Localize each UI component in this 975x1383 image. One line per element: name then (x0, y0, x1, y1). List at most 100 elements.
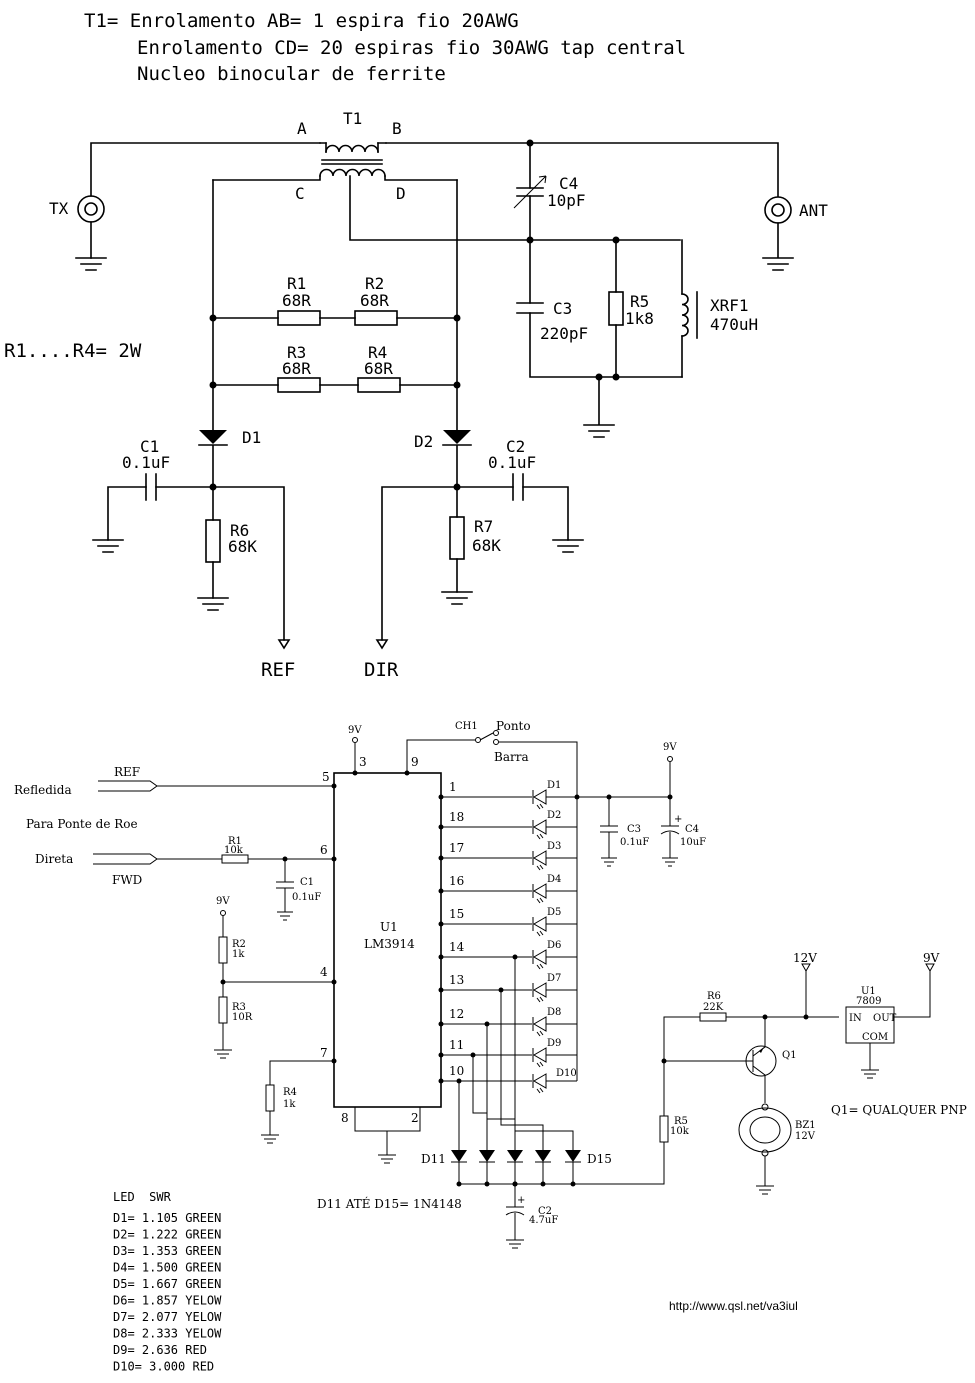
dir-output-port (375, 639, 389, 650)
bz1-buzzer[interactable] (738, 1103, 792, 1195)
meter-c3-value: 0.1uF (620, 837, 649, 848)
led-pin-number: 14 (449, 940, 465, 954)
pin-2: 2 (411, 1111, 419, 1125)
divider-vcc-label: 9V (216, 896, 230, 907)
table-row: D2= 1.222 GREEN (113, 1228, 221, 1242)
c3-ref: C3 (553, 299, 572, 318)
dir-output-label: DIR (364, 659, 399, 681)
table-row: D8= 2.333 YELOW (113, 1327, 222, 1341)
table-row: D10= 3.000 RED (113, 1360, 214, 1374)
meter-c2-ref: C2 (538, 1206, 552, 1217)
pin-a-label: A (297, 119, 307, 138)
c4-trimmer-capacitor (513, 142, 547, 241)
ref-flag-label: REF (114, 765, 140, 779)
pin-b-label: B (392, 119, 402, 138)
led-pin-number: 17 (449, 841, 464, 855)
v12-label: 12V (793, 951, 817, 965)
d1-diode (198, 430, 228, 488)
led-pin-number: 10 (449, 1064, 464, 1078)
c1-value: 0.1uF (122, 453, 170, 472)
r7-resistor (441, 486, 473, 605)
reg-out: OUT (873, 1013, 897, 1024)
led-pin-number: 12 (449, 1007, 464, 1021)
meter-r1-ref: R1 (228, 836, 242, 847)
meter-c1-value: 0.1uF (292, 892, 321, 903)
swr-bridge-circuit: TX T1 A B C D ANT C4 (4, 109, 828, 681)
r7-ref: R7 (474, 517, 493, 536)
u1-vcc-label: 9V (348, 725, 362, 736)
u1-7809-regulator (845, 963, 935, 1079)
peak-diode (470, 1052, 495, 1187)
meter-c2-value: 4.7uF (529, 1215, 558, 1226)
led-ref-label: D1 (547, 780, 561, 791)
q1-transistor (664, 1017, 777, 1103)
pin-3: 3 (359, 755, 367, 769)
meter-r5-value: 10k (670, 1126, 690, 1137)
meter-c1-capacitor (276, 859, 294, 921)
u1-ref: U1 (380, 920, 398, 934)
meter-r4-value: 1k (283, 1099, 296, 1110)
header-line-2: Enrolamento CD= 20 espiras fio 30AWG tap… (137, 37, 686, 59)
meter-c3-capacitor (600, 797, 618, 867)
meter-r3-resistor (214, 996, 232, 1059)
header-notes: T1= Enrolamento AB= 1 espira fio 20AWG E… (84, 10, 686, 85)
pin-9: 9 (411, 755, 419, 769)
meter-r2-ref: R2 (232, 939, 246, 950)
barra-label: Barra (494, 750, 529, 764)
header-line-1: T1= Enrolamento AB= 1 espira fio 20AWG (84, 10, 519, 32)
ponto-label: Ponto (496, 719, 531, 733)
r3-resistor (212, 377, 458, 393)
r6-value: 68K (228, 537, 257, 556)
meter-c4-ref: C4 (685, 824, 699, 835)
pin-6: 6 (320, 843, 328, 857)
t1-label: T1 (343, 109, 362, 128)
peak-diode-bank (451, 954, 581, 1187)
ant-connector (762, 196, 794, 271)
led-diode (532, 850, 547, 871)
meter-r6-resistor (699, 1012, 727, 1022)
r5-value: 1k8 (625, 309, 654, 328)
peak-diode (498, 987, 551, 1187)
ch1-mode-switch[interactable] (475, 730, 578, 1082)
d11-label: D11 (421, 1152, 446, 1166)
led-pin-number: 15 (449, 907, 464, 921)
u1-lm3914 (333, 772, 442, 1108)
r1-resistor (212, 310, 458, 326)
tx-connector (75, 142, 321, 271)
c1-capacitor (92, 473, 285, 641)
meter-c3-ref: C3 (627, 824, 641, 835)
c2-ref: C2 (506, 437, 525, 456)
pin-7: 7 (320, 1046, 328, 1060)
fwd-label: FWD (112, 873, 142, 887)
meter-r2-resistor (218, 916, 228, 997)
table-row: D5= 1.667 GREEN (113, 1277, 221, 1291)
tx-label: TX (49, 199, 69, 218)
led-pin-number: 13 (449, 973, 464, 987)
fwd-input-flag (93, 853, 158, 865)
led-diode (532, 789, 547, 810)
reg-ref: U1 (861, 986, 876, 997)
ref-output-port (277, 639, 291, 650)
r5-ref: R5 (630, 292, 649, 311)
r2-ref: R2 (365, 274, 384, 293)
r7-value: 68K (472, 536, 501, 555)
led-diode (532, 1073, 547, 1094)
ch1-label: CH1 (455, 721, 478, 732)
meter-r1-resistor (221, 854, 249, 864)
t1-transformer (212, 142, 681, 241)
led-diode (532, 982, 547, 1003)
q1-label: Q1 (782, 1050, 797, 1061)
led-vcc-label: 9V (663, 742, 677, 753)
r5-resistor (608, 239, 624, 378)
xrf1-choke (681, 239, 698, 378)
ant-label: ANT (799, 201, 828, 220)
